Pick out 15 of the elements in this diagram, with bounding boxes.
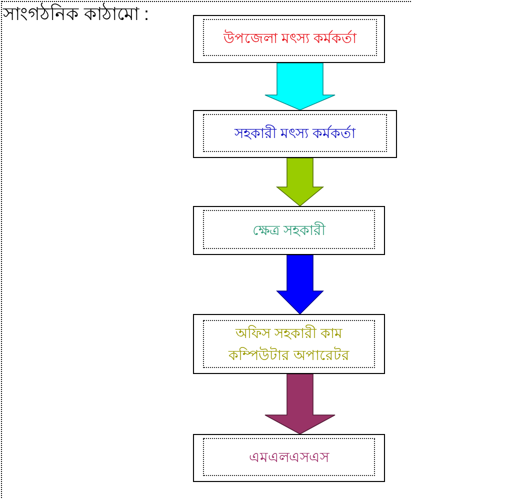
position-box (193, 15, 385, 63)
block-arrow (264, 374, 336, 434)
position-box (193, 206, 385, 255)
position-box (193, 314, 385, 374)
position-title: উপজেলা মৎস্য কর্মকর্তা (224, 28, 356, 48)
block-arrow (276, 158, 324, 207)
position-box (193, 434, 385, 482)
position-title: সহকারী মৎস্য কর্মকর্তা (234, 124, 356, 143)
position-box (193, 110, 397, 158)
position-title: এমএলএসএস (249, 448, 329, 467)
position-title: ক্ষেত্র সহকারী (252, 220, 326, 240)
block-arrow (264, 62, 336, 110)
position-title: অফিস সহকারী কাম কম্পিউটার অপারেটর (227, 324, 350, 365)
diagram-title: সাংগঠনিক কাঠামো : (3, 2, 150, 26)
block-arrow (276, 254, 324, 315)
